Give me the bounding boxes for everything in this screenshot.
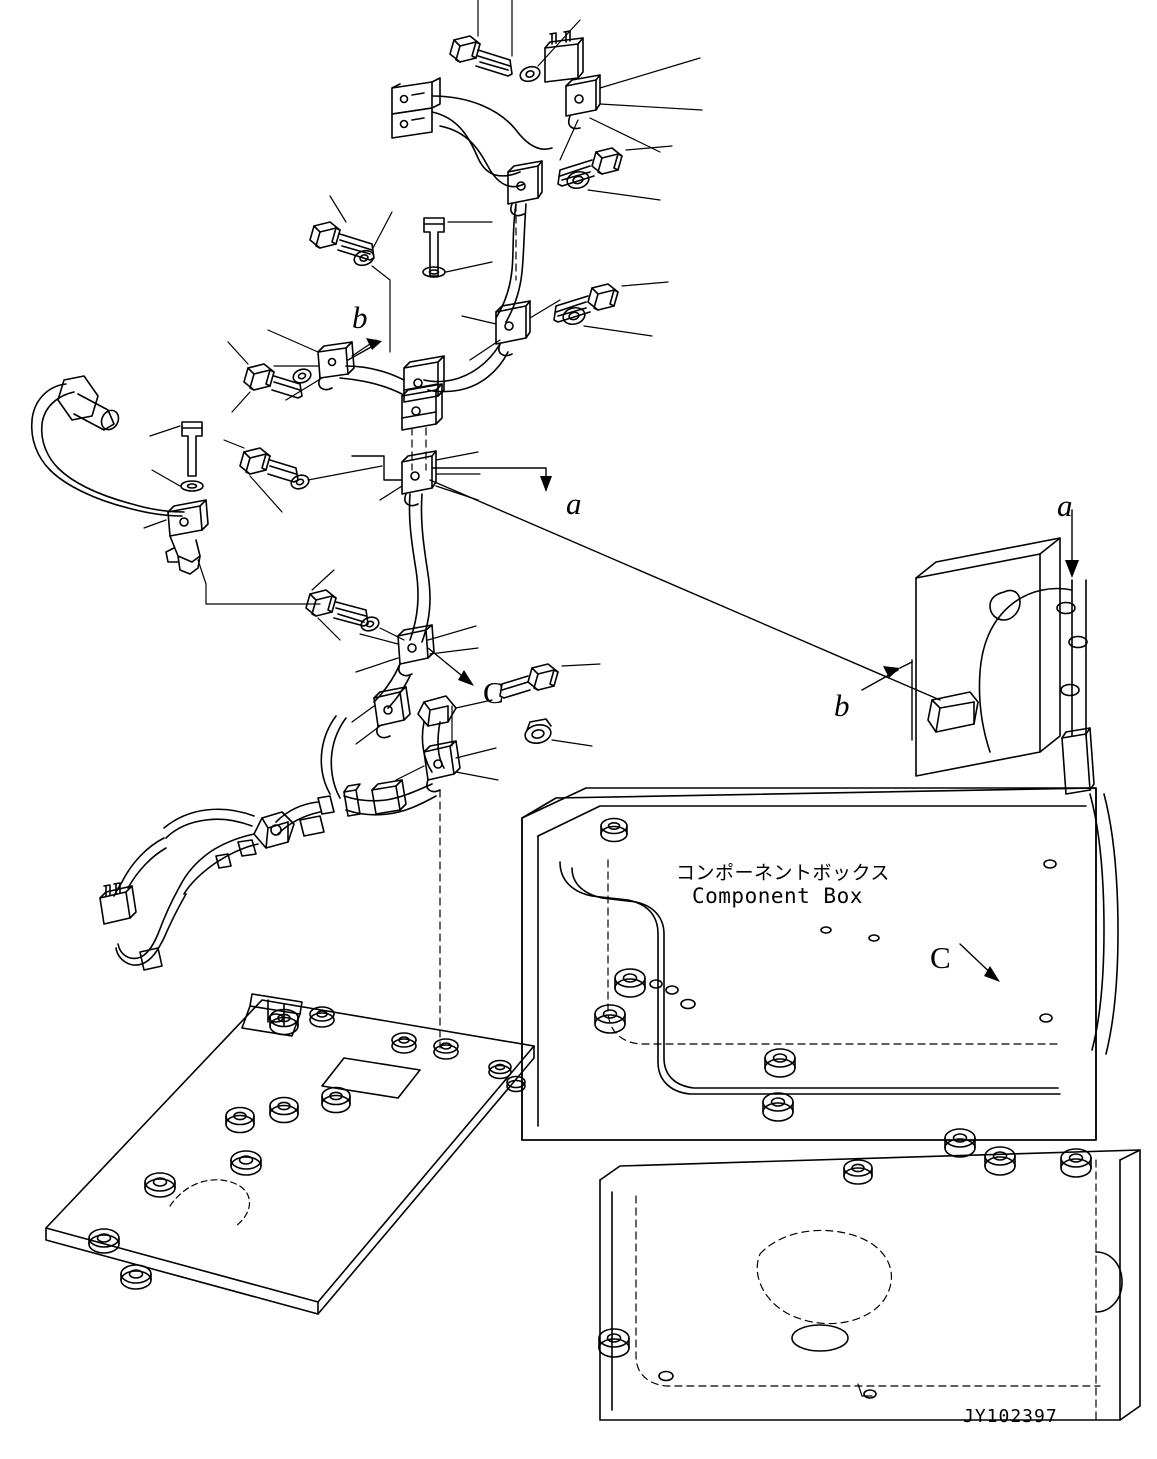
washer-left [180, 480, 204, 492]
clamp-row6 [373, 686, 411, 739]
drawing-number: JY102397 [963, 1406, 1058, 1427]
clamp-row4 [401, 450, 437, 507]
callout-b-right: b [834, 688, 850, 723]
callout-a-upper: a [566, 486, 582, 521]
bolt-row2 [557, 147, 623, 187]
clamp-b-left [317, 341, 355, 391]
washer-left-row4 [290, 474, 310, 490]
clamp-mid-1 [507, 160, 543, 217]
bolt-left-row4 [239, 447, 299, 483]
relay-box [544, 30, 584, 83]
bolt-row6 [499, 663, 559, 699]
harness-bundle-lower-left [99, 715, 437, 971]
right-tube [978, 579, 1119, 1055]
callout-c-left: C [483, 675, 504, 710]
clamp-left-bracket [165, 499, 209, 575]
bolt-b-lower [243, 363, 303, 399]
component-box-label-en: Component Box [692, 884, 863, 908]
bolt-row5 [305, 589, 369, 627]
washer-center [422, 266, 446, 278]
bolt-row3 [553, 283, 619, 323]
nut-row3 [562, 306, 586, 326]
washer-row5 [360, 616, 380, 632]
callout-b-upper: b [352, 300, 368, 335]
component-box-label-jp: コンポーネントボックス [676, 862, 890, 884]
stud-left [181, 421, 203, 477]
callout-a-right: a [1057, 488, 1073, 523]
washer-top-1 [519, 65, 541, 83]
callout-c-right: C [930, 940, 951, 975]
top-bracket-assembly [391, 77, 553, 188]
mounting-plate-lower-left [45, 993, 535, 1315]
sensor-left [30, 375, 120, 471]
nut-row2 [566, 170, 590, 190]
bolt-upperleft [309, 221, 375, 261]
component-box-frame [521, 537, 1141, 1421]
bolt-top-1 [449, 35, 513, 77]
washer-b-1 [292, 368, 312, 384]
junction-block-center-2 [401, 383, 443, 431]
nut-row6 [524, 718, 552, 745]
union-fitting [417, 695, 457, 727]
clamp-row5 [397, 624, 435, 677]
washer-upperleft [353, 249, 375, 267]
harness-small-fittings [215, 795, 335, 869]
